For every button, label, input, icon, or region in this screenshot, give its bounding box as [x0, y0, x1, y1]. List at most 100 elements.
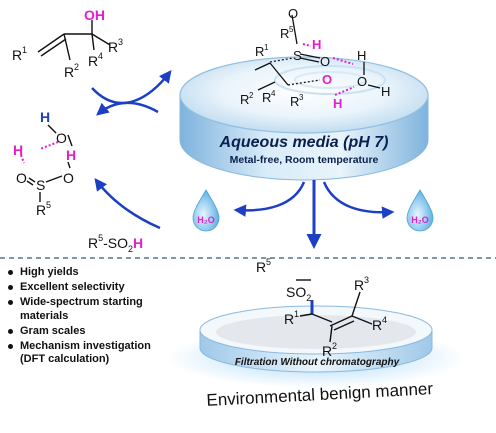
h-bond: [302, 43, 312, 47]
sulfinic-formula: R5-SO2H: [88, 233, 143, 254]
allyl-alcohol: OH R 1 R 2 R 3 R 4: [12, 7, 123, 80]
allyl-r1: R: [12, 47, 22, 63]
bond: [299, 53, 321, 59]
bond: [257, 81, 276, 91]
water-drop-right: H₂O: [406, 189, 434, 232]
ts-r1: R: [255, 44, 264, 59]
feature-item: Mechanism investigation (DFT calculation…: [6, 340, 166, 366]
allyl-r3: R: [108, 39, 118, 55]
feature-list: High yields Excellent selectivity Wide-s…: [6, 266, 166, 368]
ts-r2: R: [240, 92, 249, 107]
allyl-r1-sup: 1: [22, 45, 27, 55]
product-r5-sup: 5: [266, 257, 271, 267]
ts-r3-sup: 3: [299, 93, 304, 102]
ts-r4: R: [262, 90, 271, 105]
arrow-to-left-drop: [233, 181, 306, 217]
ts-o-top: O: [288, 6, 298, 21]
arrow-to-complex: [96, 101, 159, 116]
allyl-r3-sup: 3: [118, 37, 123, 47]
bond: [299, 313, 313, 317]
product-r2-sup: 2: [332, 341, 337, 351]
allyl-r2: R: [64, 64, 74, 80]
feature-item: Gram scales: [6, 325, 166, 338]
ts-h-far: H: [381, 84, 390, 99]
complex-h1: H: [40, 109, 50, 125]
breaking-bond: [287, 79, 321, 86]
bond: [351, 291, 361, 317]
ts-h-right: H: [357, 48, 366, 63]
media-title: Aqueous media (pH 7): [219, 134, 389, 151]
feature-item: Excellent selectivity: [6, 281, 166, 294]
h-bond: [20, 154, 25, 164]
feature-item: High yields: [6, 266, 166, 279]
ts-r5-sup: 5: [289, 25, 294, 34]
ts-h-top: H: [312, 37, 321, 52]
complex-r: R: [36, 202, 46, 218]
complex-h3: H: [66, 147, 76, 163]
product-r2: R: [322, 343, 332, 359]
bond: [45, 175, 63, 183]
bond: [26, 180, 34, 186]
bond: [311, 313, 333, 323]
sulfinic-acid: R5-SO2H: [88, 233, 143, 254]
media-subtitle: Metal-free, Room temperature: [230, 154, 379, 166]
complex-o3: O: [63, 170, 74, 186]
bond: [67, 134, 73, 147]
bond: [329, 325, 333, 343]
ts-r4-sup: 4: [271, 89, 276, 98]
water-sulfinic-complex: H O H H O S O R 5: [13, 109, 76, 218]
ts-r3: R: [290, 94, 299, 109]
complex-s: S: [36, 177, 45, 193]
bond: [291, 14, 298, 45]
h-bond: [39, 141, 59, 150]
product-r1-sup: 1: [294, 309, 299, 319]
allyl-oh: OH: [84, 7, 105, 23]
petri-dish: [166, 305, 466, 388]
bond: [47, 124, 57, 134]
aqueous-dish: [179, 56, 429, 181]
filtration-note: Filtration Without chromatography: [235, 357, 400, 368]
cycle-arrows: [91, 70, 395, 249]
ts-o-mid: O: [322, 72, 332, 87]
product-r1: R: [284, 311, 294, 327]
product-r5: R: [256, 259, 266, 275]
transition-state: O R 5 S H O R 1 O H O H R 2 R 4 R 3 H: [240, 6, 390, 111]
arrow-to-right-drop: [322, 181, 395, 219]
allyl-r2-sup: 2: [74, 62, 79, 72]
complex-r-sup: 5: [46, 200, 51, 210]
product-r4-sup: 4: [382, 315, 387, 325]
bond: [269, 62, 289, 86]
allyl-sulfone-product: R 5 SO2 R 3 R 1 R 4 R 2: [256, 257, 387, 359]
bond: [333, 320, 355, 331]
ts-r5: R: [280, 26, 289, 41]
bond: [63, 33, 71, 61]
product-r4: R: [372, 317, 382, 333]
ts-s: S: [293, 48, 302, 63]
bond: [67, 161, 71, 169]
bond: [367, 84, 381, 89]
complex-o2: O: [16, 170, 27, 186]
product-r3: R: [354, 277, 364, 293]
h-bond: [332, 57, 354, 65]
bond: [254, 62, 271, 71]
ts-o-right: O: [357, 74, 367, 89]
bond: [299, 57, 320, 63]
water-label-right: H₂O: [411, 215, 429, 225]
bond: [91, 33, 111, 46]
water-label-left: H₂O: [197, 215, 215, 225]
bond: [40, 38, 67, 57]
product-r3-sup: 3: [364, 275, 369, 285]
feature-item: Wide-spectrum starting materials: [6, 296, 166, 322]
bond: [351, 315, 373, 325]
product-so2: SO2: [286, 284, 311, 303]
h-bond: [334, 86, 355, 96]
dish-solid: [216, 315, 416, 349]
bond: [91, 33, 95, 51]
allyl-r4-sup: 4: [98, 51, 103, 61]
ts-o-eq: O: [320, 54, 330, 69]
ts-r1-sup: 1: [264, 43, 269, 52]
bond: [37, 33, 65, 53]
water-drop-left: H₂O: [192, 189, 220, 232]
